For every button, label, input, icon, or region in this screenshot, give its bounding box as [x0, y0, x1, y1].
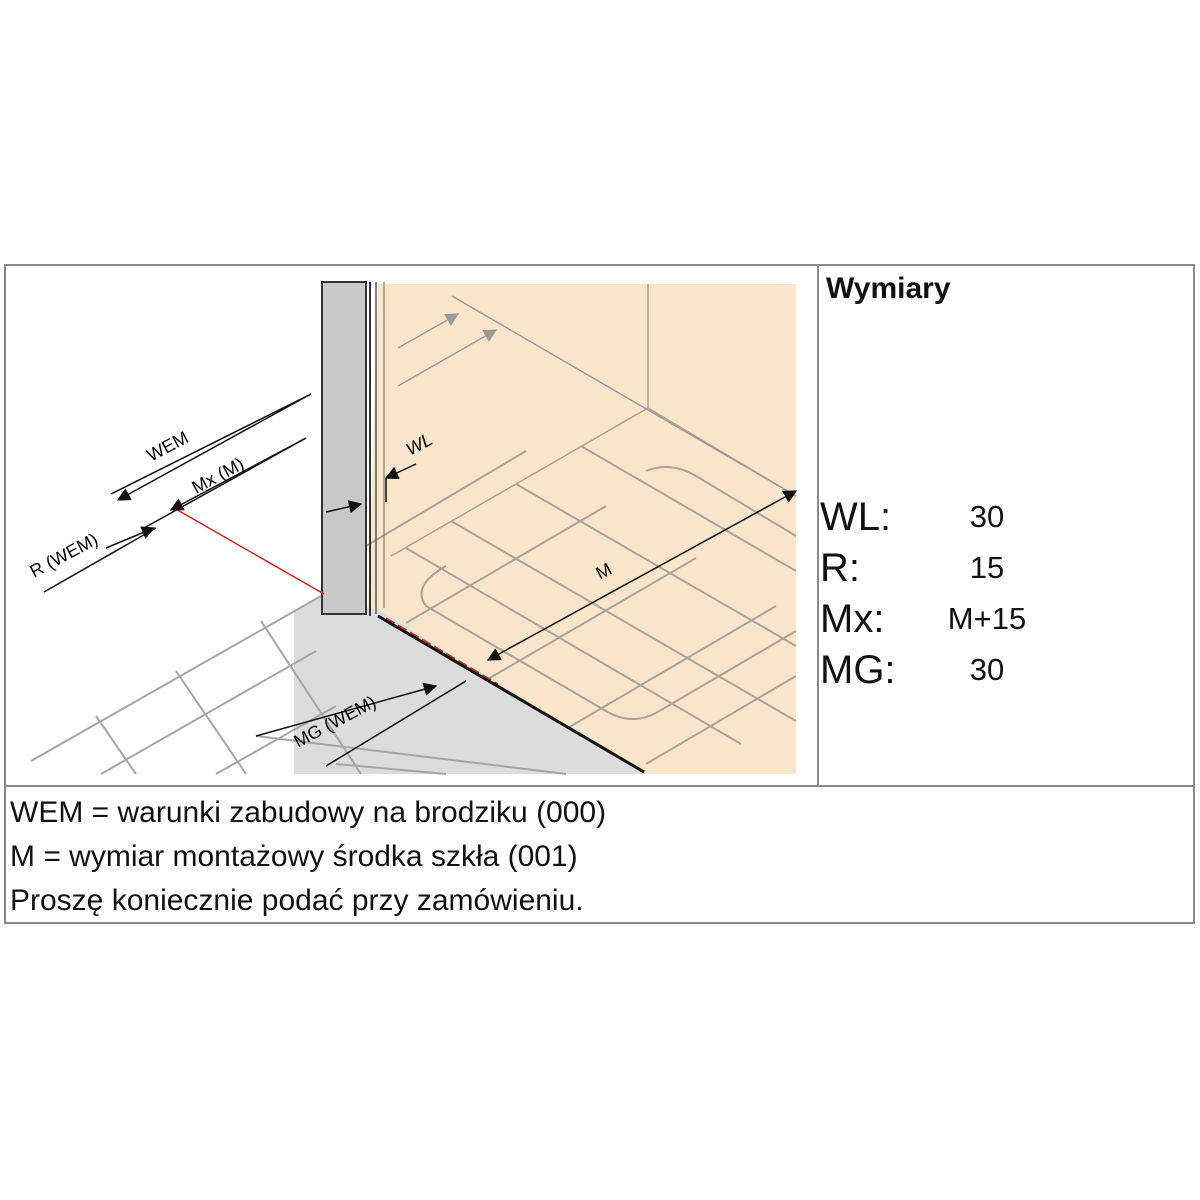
label-wem: WEM	[143, 427, 191, 465]
dimension-value-mg: 30	[969, 652, 1005, 687]
label-mx: Mx (M)	[188, 454, 247, 498]
floor-shadow	[294, 596, 644, 774]
dimension-lines	[43, 393, 798, 767]
glass-profile	[321, 281, 367, 615]
red-center-line	[385, 617, 499, 685]
dimension-name-mx: Mx:	[820, 597, 885, 641]
note-m: M = wymiar montażowy środka szkła (001)	[10, 840, 578, 873]
dimension-name-mg: MG:	[820, 648, 896, 692]
installation-diagram: WEM Mx (M) R (WEM) WL M MG (WEM)	[26, 281, 798, 775]
wall-floor-line-left	[390, 407, 649, 557]
note-order: Proszę koniecznie podać przy zamówieniu.	[10, 884, 584, 917]
tray-front-edge	[377, 614, 645, 774]
dimension-name-wl: WL:	[820, 495, 892, 539]
label-r: R (WEM)	[26, 529, 101, 581]
wall-dimension-grey	[397, 295, 797, 497]
dimension-name-r: R:	[820, 546, 860, 590]
red-reference-line	[173, 507, 325, 595]
note-wem: WEM = warunki zabudowy na brodziku (000)	[10, 796, 607, 829]
panel-title: Wymiary	[826, 272, 951, 305]
floor-tile-grid	[30, 595, 567, 775]
table-divider-horizontal	[4, 785, 1195, 787]
table-divider-vertical	[817, 264, 819, 786]
table-frame	[4, 264, 1195, 924]
dimension-value-r: 15	[969, 550, 1005, 585]
dimension-value-wl: 30	[969, 499, 1005, 534]
dimension-value-mx: M+15	[947, 601, 1027, 636]
